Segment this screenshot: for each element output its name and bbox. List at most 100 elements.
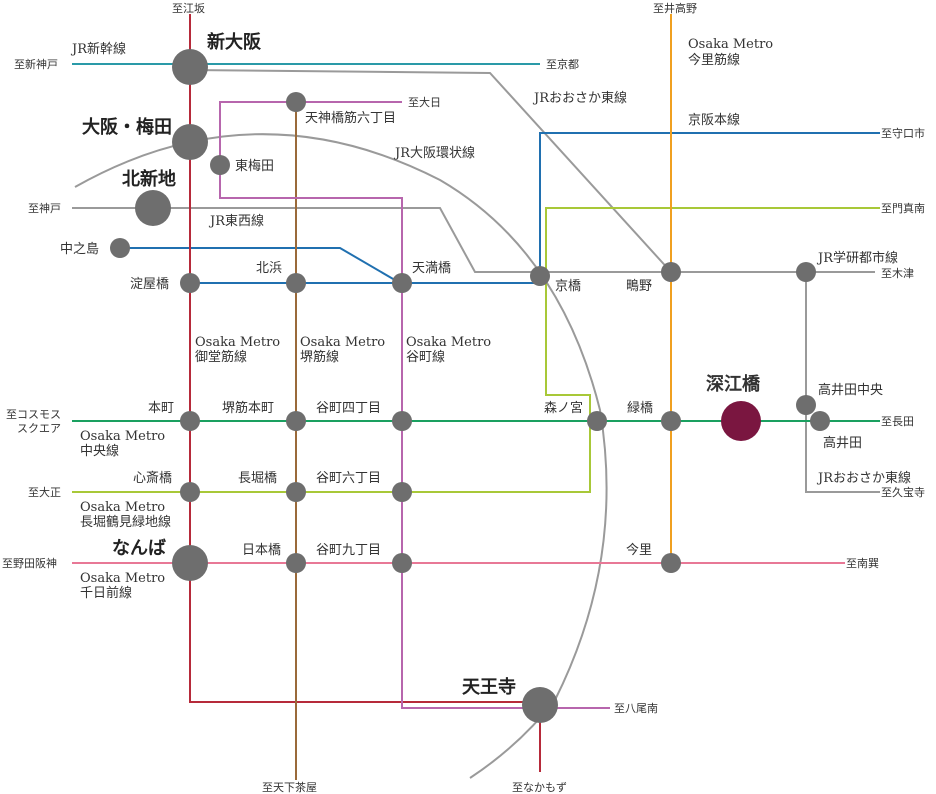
line-label-nagahori-1: Osaka Metro	[80, 500, 165, 515]
line-label-loop: JR大阪環状線	[393, 145, 475, 161]
station-nagahoribashi[interactable]	[286, 482, 306, 502]
station-fukaebashi[interactable]	[721, 401, 761, 441]
line-label-nagahori-2: 長堀鶴見緑地線	[80, 514, 171, 530]
station-kitahama[interactable]	[286, 273, 306, 293]
station-imazato[interactable]	[661, 553, 681, 573]
station-kitashinchi[interactable]	[135, 190, 171, 226]
line-label-tozai: JR東西線	[208, 213, 264, 229]
label-takaida: 高井田	[823, 435, 862, 451]
dir-kyoto: 至京都	[546, 57, 579, 71]
dir-minami-tatsumi: 至南巽	[846, 557, 879, 570]
station-gakken[interactable]	[796, 262, 816, 282]
label-tanimachi-9: 谷町九丁目	[316, 543, 381, 558]
dir-shinkobe: 至新神戸	[14, 57, 58, 71]
dir-nagata: 至長田	[881, 415, 914, 428]
dir-kyuhoji: 至久宝寺	[881, 485, 925, 499]
station-nipponbashi[interactable]	[286, 553, 306, 573]
line-label-imazatosuji-1: Osaka Metro	[688, 37, 773, 52]
label-tennoji: 天王寺	[462, 677, 516, 698]
station-tennoji[interactable]	[522, 687, 558, 723]
station-morinomiya[interactable]	[587, 411, 607, 431]
tanimachi-line	[219, 101, 610, 709]
station-tanimachi-4[interactable]	[392, 411, 412, 431]
dir-dainichi: 至大日	[408, 95, 441, 109]
label-shigino: 鴫野	[626, 279, 652, 294]
label-tanimachi-4: 谷町四丁目	[316, 401, 381, 416]
label-sakaisuji-honmachi: 堺筋本町	[222, 400, 274, 416]
jr-loop-line	[74, 133, 608, 779]
line-label-gakkentoshi: JR学研都市線	[816, 250, 898, 266]
station-kyobashi[interactable]	[530, 266, 550, 286]
label-kitashinchi: 北新地	[122, 168, 176, 190]
label-morinomiya: 森ノ宮	[544, 400, 583, 416]
station-tanimachi-9[interactable]	[392, 553, 412, 573]
label-midoribashi: 緑橋	[627, 401, 653, 416]
dir-yaominami: 至八尾南	[614, 702, 658, 715]
line-label-osaka-higashi-1: JRおおさか東線	[532, 90, 627, 106]
dir-taisho: 至大正	[28, 485, 61, 499]
station-sakaisuji-honmachi[interactable]	[286, 411, 306, 431]
station-tenjinbashi[interactable]	[286, 92, 306, 112]
label-nipponbashi: 日本橋	[242, 543, 281, 558]
line-label-osaka-higashi-2: JRおおさか東線	[816, 470, 911, 486]
label-temmabashi: 天満橋	[412, 261, 451, 276]
dir-kobe: 至神戸	[28, 201, 61, 215]
stations	[110, 49, 830, 723]
jr-osaka-higashi-line	[189, 69, 672, 273]
station-takaida-chuo[interactable]	[796, 395, 816, 415]
dir-iderakano: 至井高野	[653, 1, 697, 15]
dir-tengachaya: 至天下茶屋	[262, 781, 317, 794]
line-label-sakaisuji-1: Osaka Metro	[300, 335, 385, 350]
label-fukaebashi: 深江橋	[706, 373, 761, 395]
line-label-imazatosuji-2: 今里筋線	[688, 52, 740, 68]
dir-nakamozu: 至なかもず	[512, 781, 567, 794]
label-honmachi: 本町	[148, 401, 174, 416]
station-shin-osaka[interactable]	[172, 49, 208, 85]
label-higashi-umeda: 東梅田	[235, 158, 274, 174]
dir-kizu: 至木津	[881, 267, 914, 280]
label-kitahama: 北浜	[256, 261, 282, 276]
dir-cosmos-2: スクエア	[17, 422, 61, 435]
line-label-keihan: 京阪本線	[688, 112, 740, 128]
station-midoribashi[interactable]	[661, 411, 681, 431]
midosuji-line	[189, 14, 540, 703]
line-label-chuo-2: 中央線	[80, 443, 119, 459]
label-nagahoribashi: 長堀橋	[238, 471, 277, 486]
line-label-sennichimae-1: Osaka Metro	[80, 571, 165, 586]
line-label-sakaisuji-2: 堺筋線	[300, 349, 339, 365]
line-label-tanimachi-1: Osaka Metro	[406, 335, 491, 350]
line-label-chuo-1: Osaka Metro	[80, 429, 165, 444]
line-label-shinkansen: JR新幹線	[70, 41, 126, 57]
jr-osaka-higashi-south-line	[805, 272, 880, 493]
jr-tozai-line	[72, 207, 540, 273]
station-tanimachi-6[interactable]	[392, 482, 412, 502]
line-label-sennichimae-2: 千日前線	[80, 585, 132, 601]
station-namba[interactable]	[172, 545, 208, 581]
station-shinsaibashi[interactable]	[180, 482, 200, 502]
dir-moriguchishi: 至守口市	[881, 126, 925, 140]
line-label-midosuji-1: Osaka Metro	[195, 335, 280, 350]
dir-cosmos-1: 至コスモス	[6, 408, 61, 421]
dir-kadomaminami: 至門真南	[881, 201, 925, 215]
label-umeda: 大阪・梅田	[82, 116, 172, 138]
dir-noda-hanshin: 至野田阪神	[2, 556, 57, 570]
station-shigino[interactable]	[661, 262, 681, 282]
station-temmabashi[interactable]	[392, 273, 412, 293]
label-tenjinbashi: 天神橋筋六丁目	[305, 110, 396, 126]
station-umeda[interactable]	[172, 124, 208, 160]
nagahori-line	[72, 207, 880, 493]
station-yodoyabashi[interactable]	[180, 273, 200, 293]
label-kyobashi: 京橋	[555, 279, 581, 294]
label-takaida-chuo: 高井田中央	[818, 382, 883, 398]
label-yodoyabashi: 淀屋橋	[130, 277, 169, 292]
station-higashi-umeda[interactable]	[210, 155, 230, 175]
station-honmachi[interactable]	[180, 411, 200, 431]
label-shinsaibashi: 心斎橋	[133, 470, 172, 486]
label-namba: なんば	[112, 538, 166, 559]
label-nakanoshima: 中之島	[60, 242, 99, 257]
line-label-midosuji-2: 御堂筋線	[195, 349, 247, 365]
label-imazato: 今里	[626, 542, 652, 558]
station-nakanoshima[interactable]	[110, 238, 130, 258]
station-takaida[interactable]	[810, 411, 830, 431]
